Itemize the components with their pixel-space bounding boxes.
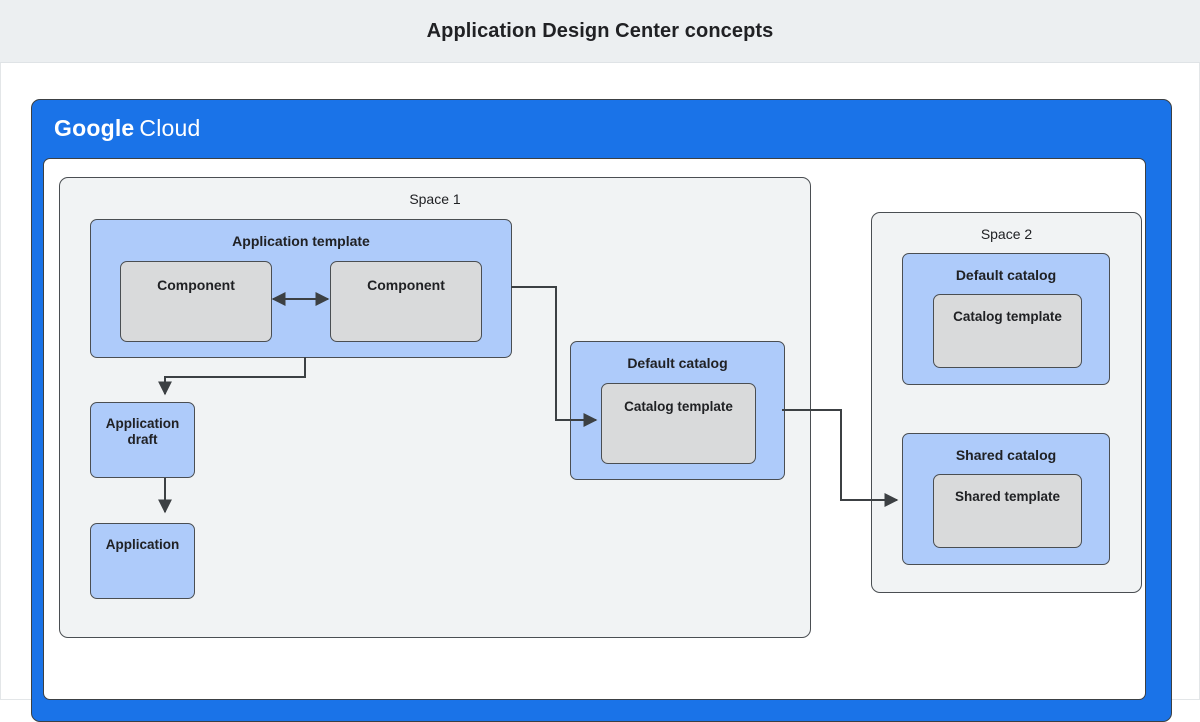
shared-template-box[interactable]: Shared template [933, 474, 1082, 548]
application-template-box[interactable]: Application template Component Component [90, 219, 512, 358]
application-template-label: Application template [232, 233, 370, 249]
google-cloud-inner-panel: Space 1 Application template Component C… [43, 158, 1146, 700]
application-box[interactable]: Application [90, 523, 195, 599]
component-left-box[interactable]: Component [120, 261, 272, 342]
application-label: Application [105, 537, 180, 552]
application-draft-label: Application draft [105, 416, 180, 447]
component-right-label: Component [367, 277, 445, 293]
shared-catalog-label: Shared catalog [955, 447, 1057, 463]
component-left-label: Component [157, 277, 235, 293]
shared-catalog-box[interactable]: Shared catalog Shared template [902, 433, 1110, 565]
catalog-template-s1-box[interactable]: Catalog template [601, 383, 756, 464]
application-draft-box[interactable]: Application draft [90, 402, 195, 478]
default-catalog-s1-label: Default catalog [627, 355, 728, 371]
catalog-template-s1-label: Catalog template [624, 399, 733, 414]
catalog-template-s2-box[interactable]: Catalog template [933, 294, 1082, 368]
default-catalog-s2-box[interactable]: Default catalog Catalog template [902, 253, 1110, 385]
shared-template-label: Shared template [954, 489, 1061, 504]
catalog-template-s2-label: Catalog template [953, 309, 1062, 324]
space-2-container[interactable]: Space 2 Default catalog Catalog template… [871, 212, 1142, 593]
default-catalog-s1-box[interactable]: Default catalog Catalog template [570, 341, 785, 480]
logo-word-google: Google [54, 115, 135, 141]
logo-word-cloud: Cloud [139, 115, 201, 141]
page-title: Application Design Center concepts [426, 19, 774, 42]
space-2-label: Space 2 [980, 226, 1033, 242]
header-bar: Application Design Center concepts [0, 0, 1200, 63]
space-1-container[interactable]: Space 1 Application template Component C… [59, 177, 811, 638]
space-1-label: Space 1 [409, 191, 461, 207]
component-right-box[interactable]: Component [330, 261, 482, 342]
default-catalog-s2-label: Default catalog [955, 267, 1057, 283]
